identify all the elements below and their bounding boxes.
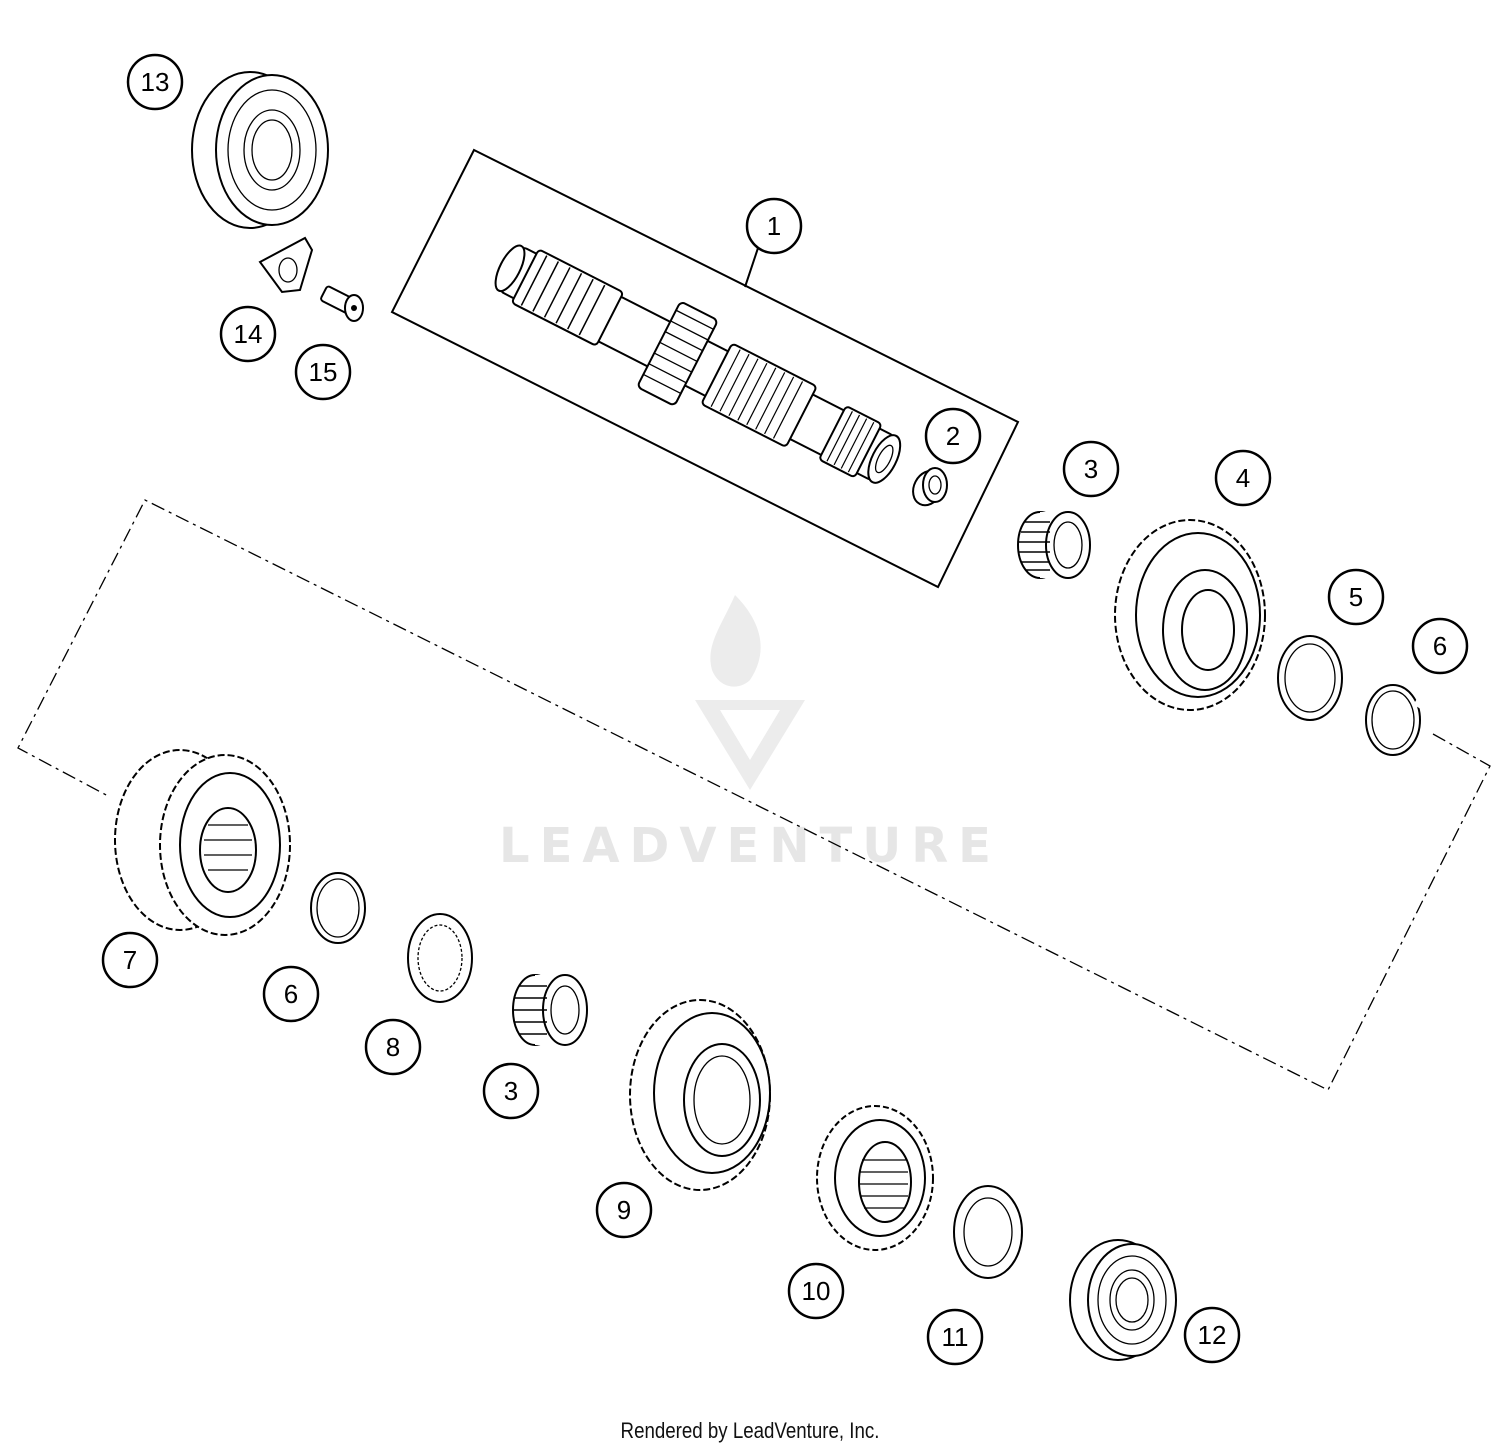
needle-bearing-upper <box>1017 511 1091 579</box>
callout-15[interactable]: 15 <box>294 343 352 401</box>
retaining-plate-14 <box>258 236 314 294</box>
svg-text:9: 9 <box>617 1195 631 1225</box>
svg-text:6: 6 <box>1433 631 1447 661</box>
svg-text:2: 2 <box>946 421 960 451</box>
svg-text:3: 3 <box>1084 454 1098 484</box>
shaft-group-box <box>390 148 1020 589</box>
callout-10[interactable]: 10 <box>787 1262 845 1320</box>
ball-bearing-13 <box>191 71 329 229</box>
thrust-washer-5 <box>1277 635 1343 721</box>
svg-text:1: 1 <box>767 211 781 241</box>
circlip-upper <box>1365 684 1427 756</box>
assembly-dashed-outline <box>17 499 1491 1091</box>
svg-text:5: 5 <box>1349 582 1363 612</box>
gear-4 <box>1114 519 1266 711</box>
svg-text:14: 14 <box>234 319 263 349</box>
splined-washer-8 <box>407 913 473 1003</box>
callout-13[interactable]: 13 <box>126 53 184 111</box>
screw-15 <box>320 285 364 322</box>
callout-4[interactable]: 4 <box>1214 449 1272 507</box>
callout-12[interactable]: 12 <box>1183 1306 1241 1364</box>
watermark-text: LEADVENTURE <box>499 818 1001 874</box>
double-gear-7 <box>114 749 291 936</box>
svg-text:15: 15 <box>309 357 338 387</box>
svg-text:4: 4 <box>1236 463 1250 493</box>
svg-text:13: 13 <box>141 67 170 97</box>
callout-7[interactable]: 7 <box>101 931 159 989</box>
callout-11[interactable]: 11 <box>926 1308 984 1366</box>
svg-text:11: 11 <box>942 1322 969 1352</box>
washer-11 <box>953 1185 1023 1279</box>
watermark: LEADVENTURE <box>499 595 1001 874</box>
callout-5[interactable]: 5 <box>1327 568 1385 626</box>
circlip-lower <box>310 872 371 944</box>
svg-text:7: 7 <box>123 945 137 975</box>
callout-1[interactable]: 1 <box>745 197 803 255</box>
ball-bearing-12 <box>1069 1239 1177 1361</box>
gear-9 <box>629 999 771 1191</box>
callout-6-upper[interactable]: 6 <box>1411 617 1469 675</box>
leader-1 <box>744 247 759 288</box>
gear-10 <box>816 1105 934 1251</box>
svg-text:12: 12 <box>1198 1320 1227 1350</box>
callout-2[interactable]: 2 <box>924 407 982 465</box>
callout-9[interactable]: 9 <box>595 1181 653 1239</box>
svg-text:3: 3 <box>504 1076 518 1106</box>
callout-3-upper[interactable]: 3 <box>1062 440 1120 498</box>
watermark-flame-icon <box>710 595 761 687</box>
bushing <box>912 467 948 507</box>
callout-8[interactable]: 8 <box>364 1018 422 1076</box>
watermark-v-icon <box>695 700 805 790</box>
svg-text:10: 10 <box>802 1276 831 1306</box>
needle-bearing-lower <box>512 974 588 1046</box>
footer-credit: Rendered by LeadVenture, Inc. <box>620 1418 880 1443</box>
svg-text:8: 8 <box>386 1032 400 1062</box>
svg-text:6: 6 <box>284 979 298 1009</box>
callout-14[interactable]: 14 <box>219 305 277 363</box>
main-shaft <box>494 244 902 484</box>
callout-3-lower[interactable]: 3 <box>482 1062 540 1120</box>
callout-6-lower[interactable]: 6 <box>262 965 320 1023</box>
